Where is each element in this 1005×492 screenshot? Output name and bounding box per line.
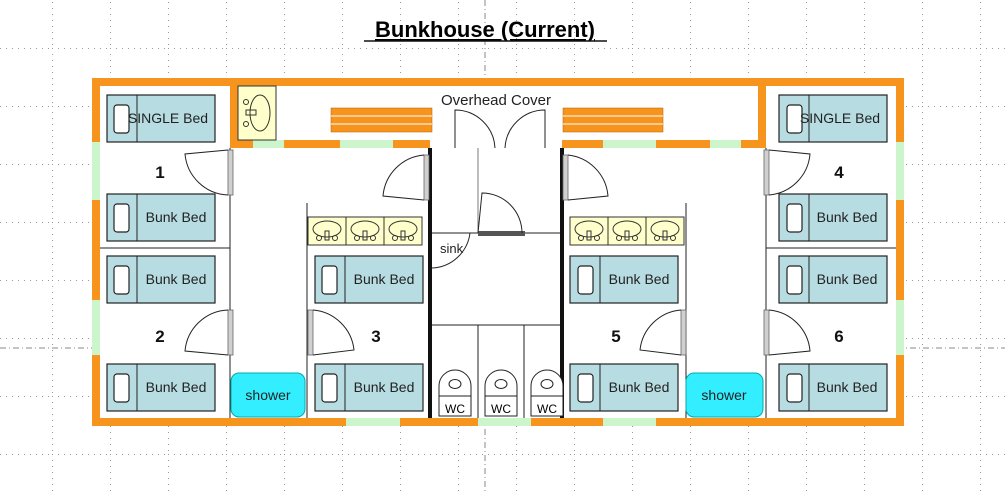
shower-left: shower bbox=[230, 372, 306, 418]
svg-text:shower: shower bbox=[245, 387, 290, 403]
overhead-cover-label: Overhead Cover bbox=[441, 92, 551, 109]
sink-door-arc bbox=[431, 232, 471, 269]
svg-text:Bunk Bed: Bunk Bed bbox=[817, 379, 878, 395]
room-number-1: 1 bbox=[155, 163, 164, 182]
svg-text:Bunk Bed: Bunk Bed bbox=[146, 379, 207, 395]
svg-text:SINGLE Bed: SINGLE Bed bbox=[800, 110, 880, 126]
bunk-bed: Bunk Bed bbox=[106, 193, 216, 242]
door-room-1[interactable] bbox=[184, 149, 234, 196]
outer-walls bbox=[92, 78, 904, 426]
basin-row-left bbox=[307, 216, 423, 246]
door-room-6[interactable] bbox=[763, 309, 811, 356]
window bbox=[92, 300, 100, 355]
svg-text:Bunk Bed: Bunk Bed bbox=[609, 379, 670, 395]
door-room-3[interactable] bbox=[307, 309, 355, 356]
room-number-6: 6 bbox=[834, 327, 843, 346]
bunk-bed: Bunk Bed bbox=[106, 363, 216, 412]
svg-text:WC: WC bbox=[537, 402, 557, 416]
bunk-bed: Bunk Bed bbox=[314, 255, 424, 304]
shower-right: shower bbox=[685, 372, 764, 418]
wc-3: WC bbox=[530, 369, 564, 417]
bunk-bed: Bunk Bed bbox=[778, 255, 888, 304]
room-number-3: 3 bbox=[371, 327, 380, 346]
door-room-3-upper[interactable] bbox=[382, 154, 430, 201]
svg-text:Bunk Bed: Bunk Bed bbox=[817, 209, 878, 225]
svg-text:Bunk Bed: Bunk Bed bbox=[146, 271, 207, 287]
svg-text:Bunk Bed: Bunk Bed bbox=[354, 379, 415, 395]
window bbox=[478, 418, 531, 426]
wc-2: WC bbox=[484, 369, 518, 417]
svg-text:Bunk Bed: Bunk Bed bbox=[354, 271, 415, 287]
bunk-bed: Bunk Bed bbox=[106, 255, 216, 304]
bench bbox=[330, 107, 433, 133]
door-room-5-upper[interactable] bbox=[562, 154, 609, 201]
window bbox=[710, 140, 741, 148]
room-number-4: 4 bbox=[834, 163, 844, 182]
bunk-bed: Bunk Bed bbox=[314, 363, 424, 412]
svg-text:Bunk Bed: Bunk Bed bbox=[146, 209, 207, 225]
bunk-bed: Bunk Bed bbox=[778, 193, 888, 242]
room-number-2: 2 bbox=[155, 327, 164, 346]
window bbox=[346, 418, 400, 426]
bunk-bed: Bunk Bed bbox=[569, 255, 679, 304]
svg-text:WC: WC bbox=[445, 402, 465, 416]
door-bathroom[interactable] bbox=[477, 192, 525, 236]
basin-row-right bbox=[569, 216, 685, 246]
window bbox=[896, 142, 904, 200]
bunk-bed: Bunk Bed bbox=[778, 363, 888, 412]
window bbox=[340, 140, 393, 148]
window bbox=[896, 300, 904, 355]
svg-text:shower: shower bbox=[701, 387, 746, 403]
window bbox=[92, 142, 100, 200]
page-title: Bunkhouse (Current) bbox=[375, 17, 595, 42]
single-bed-right: SINGLE Bed bbox=[778, 94, 888, 143]
window bbox=[603, 140, 656, 148]
wc-1: WC bbox=[438, 369, 472, 417]
window bbox=[603, 418, 656, 426]
double-door[interactable] bbox=[454, 109, 546, 149]
svg-text:Bunk Bed: Bunk Bed bbox=[817, 271, 878, 287]
window bbox=[253, 140, 284, 148]
overhead-sink bbox=[237, 85, 277, 141]
door-room-4[interactable] bbox=[763, 149, 811, 196]
bench bbox=[562, 107, 664, 133]
single-bed-left: SINGLE Bed bbox=[106, 94, 216, 143]
bunk-bed: Bunk Bed bbox=[569, 363, 679, 412]
door-room-2[interactable] bbox=[184, 309, 234, 356]
room-number-5: 5 bbox=[611, 327, 620, 346]
door-room-5[interactable] bbox=[639, 309, 687, 356]
svg-text:WC: WC bbox=[491, 402, 511, 416]
sink-label: sink bbox=[440, 241, 464, 256]
svg-text:SINGLE Bed: SINGLE Bed bbox=[128, 110, 208, 126]
svg-text:Bunk Bed: Bunk Bed bbox=[609, 271, 670, 287]
